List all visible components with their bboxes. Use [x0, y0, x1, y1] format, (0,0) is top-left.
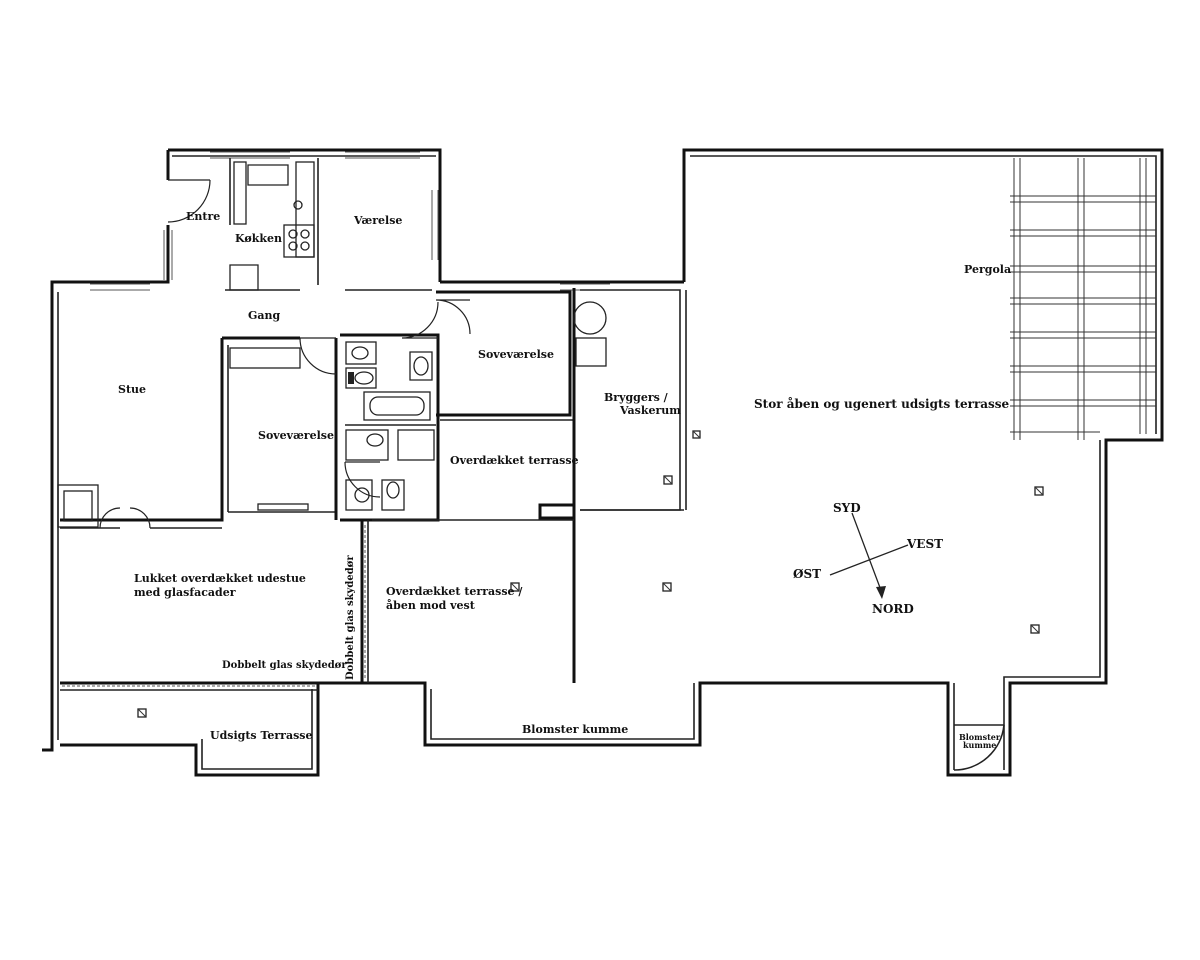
drain-icon	[663, 475, 673, 485]
drain-icon	[137, 708, 147, 718]
drain-icon	[662, 582, 672, 592]
interior-walls	[60, 158, 687, 691]
label-sovevaerelse-left: Soveværelse	[258, 429, 334, 442]
label-stue: Stue	[118, 383, 146, 396]
compass-ost: ØST	[793, 567, 821, 581]
window-marks	[90, 151, 610, 291]
label-overdaekket-vest-1: Overdækket terrasse /	[386, 585, 523, 598]
label-vaerelse: Værelse	[353, 214, 402, 227]
label-entre: Entre	[186, 210, 220, 223]
corner-flower-bed	[953, 724, 1005, 771]
room-labels: Entre Køkken Værelse Gang Stue Soveværel…	[118, 210, 1011, 750]
label-overdaekket-vest-2: åben mod vest	[386, 599, 476, 612]
label-udsigts-terrasse: Udsigts Terrasse	[210, 729, 312, 742]
label-bryggers: Bryggers /	[604, 391, 669, 404]
drain-icon	[1034, 486, 1044, 496]
label-sovevaerelse-right: Soveværelse	[478, 348, 554, 361]
label-dobbelt-glas-vertical: Dobbelt glas skydedør	[345, 555, 356, 680]
drain-icon	[1030, 624, 1040, 634]
label-stor-terrasse: Stor åben og ugenert udsigts terrasse	[754, 396, 1010, 411]
label-gang: Gang	[248, 309, 281, 322]
exterior-walls	[42, 148, 1164, 777]
label-blomster-kumme-small-2: kumme	[963, 740, 996, 750]
doors	[99, 179, 471, 529]
label-vaskerum: Vaskerum	[619, 404, 681, 417]
compass-vest: VEST	[906, 537, 943, 551]
fixtures	[57, 161, 607, 528]
label-blomster-kumme: Blomster kumme	[522, 723, 628, 736]
label-pergola: Pergola	[964, 263, 1011, 276]
label-overdaekket-terrasse: Overdækket terrasse	[450, 454, 579, 467]
drain-icon	[510, 582, 520, 592]
glass-sliding-doors	[62, 525, 366, 687]
label-blomster-kumme-small-1: Blomster	[959, 732, 1001, 742]
drain-markers	[137, 430, 1044, 718]
label-dobbelt-glas-horizontal: Dobbelt glas skydedør	[222, 660, 347, 671]
label-lukket-udestue-2: med glasfacader	[134, 586, 236, 599]
label-kokken: Køkken	[235, 232, 282, 245]
label-lukket-udestue-1: Lukket overdækket udestue	[134, 572, 306, 585]
drain-icon	[692, 430, 701, 439]
compass-nord: NORD	[872, 602, 914, 616]
compass: SYD VEST ØST NORD	[793, 501, 943, 616]
pergola	[1010, 158, 1156, 440]
compass-syd: SYD	[833, 501, 861, 515]
